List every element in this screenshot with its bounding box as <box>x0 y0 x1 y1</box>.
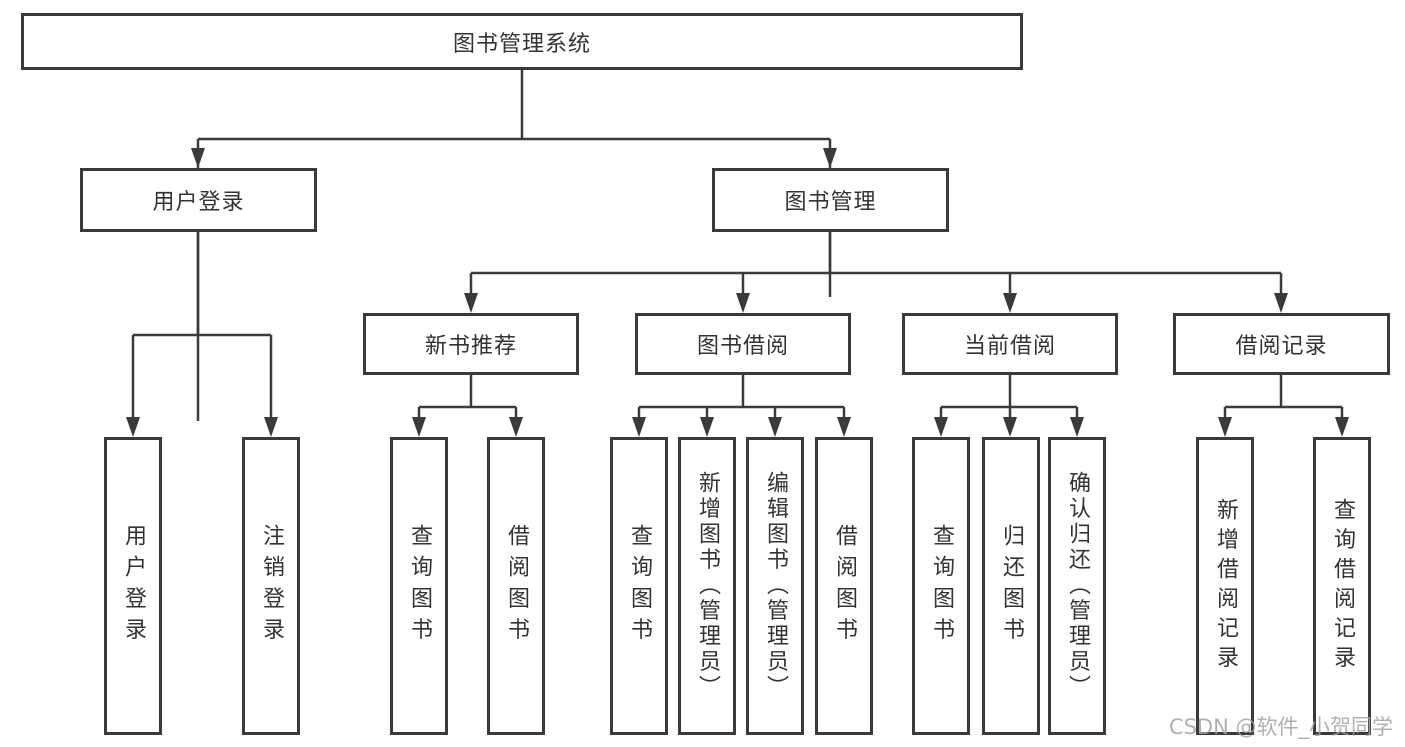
leaf-query-books: 查询图书 <box>390 437 448 735</box>
leaf-borrow-books: 借阅图书 <box>487 437 545 735</box>
leaf-label: 查询图书 <box>407 523 432 649</box>
leaf-user-login: 用户登录 <box>104 437 162 735</box>
leaf-label: 用户登录 <box>121 523 146 649</box>
leaf-label: 编辑图书（管理员） <box>763 471 788 701</box>
node-label: 图书管理系统 <box>452 31 591 57</box>
leaf-add-books-admin: 新增图书（管理员） <box>678 437 736 735</box>
csdn-watermark: CSDN @软件_小贺同学 <box>1168 715 1393 739</box>
node-root-system: 图书管理系统 <box>21 13 1023 70</box>
leaf-query-borrow-record: 查询借阅记录 <box>1313 437 1371 735</box>
leaf-query-books: 查询图书 <box>610 437 668 735</box>
leaf-label: 确认归还（管理员） <box>1065 471 1090 701</box>
node-book-borrow: 图书借阅 <box>635 313 851 375</box>
leaf-edit-books-admin: 编辑图书（管理员） <box>746 437 804 735</box>
leaf-label: 查询图书 <box>627 523 652 649</box>
node-current-borrow: 当前借阅 <box>902 313 1118 375</box>
leaf-return-books: 归还图书 <box>982 437 1040 735</box>
leaf-label: 借阅图书 <box>832 523 857 649</box>
leaf-label: 归还图书 <box>999 523 1024 649</box>
node-user-login-branch: 用户登录 <box>80 168 317 232</box>
leaf-label: 查询图书 <box>929 523 954 649</box>
node-label: 借阅记录 <box>1235 334 1328 359</box>
node-label: 用户登录 <box>152 190 245 215</box>
leaf-label: 新增借阅记录 <box>1213 497 1238 675</box>
leaf-add-borrow-record: 新增借阅记录 <box>1196 437 1254 735</box>
leaf-label: 注销登录 <box>259 523 284 649</box>
leaf-label: 新增图书（管理员） <box>695 471 720 701</box>
node-label: 图书借阅 <box>696 334 789 359</box>
leaf-label: 借阅图书 <box>504 523 529 649</box>
node-borrow-records: 借阅记录 <box>1173 313 1390 375</box>
leaf-query-books: 查询图书 <box>912 437 970 735</box>
node-book-management-branch: 图书管理 <box>712 168 949 232</box>
leaf-label: 查询借阅记录 <box>1330 497 1355 675</box>
leaf-logout: 注销登录 <box>242 437 300 735</box>
leaf-borrow-books: 借阅图书 <box>815 437 873 735</box>
node-label: 图书管理 <box>784 190 877 215</box>
node-new-book-recommend: 新书推荐 <box>363 313 579 375</box>
leaf-confirm-return-admin: 确认归还（管理员） <box>1048 437 1106 735</box>
node-label: 新书推荐 <box>424 334 517 359</box>
node-label: 当前借阅 <box>963 334 1056 359</box>
